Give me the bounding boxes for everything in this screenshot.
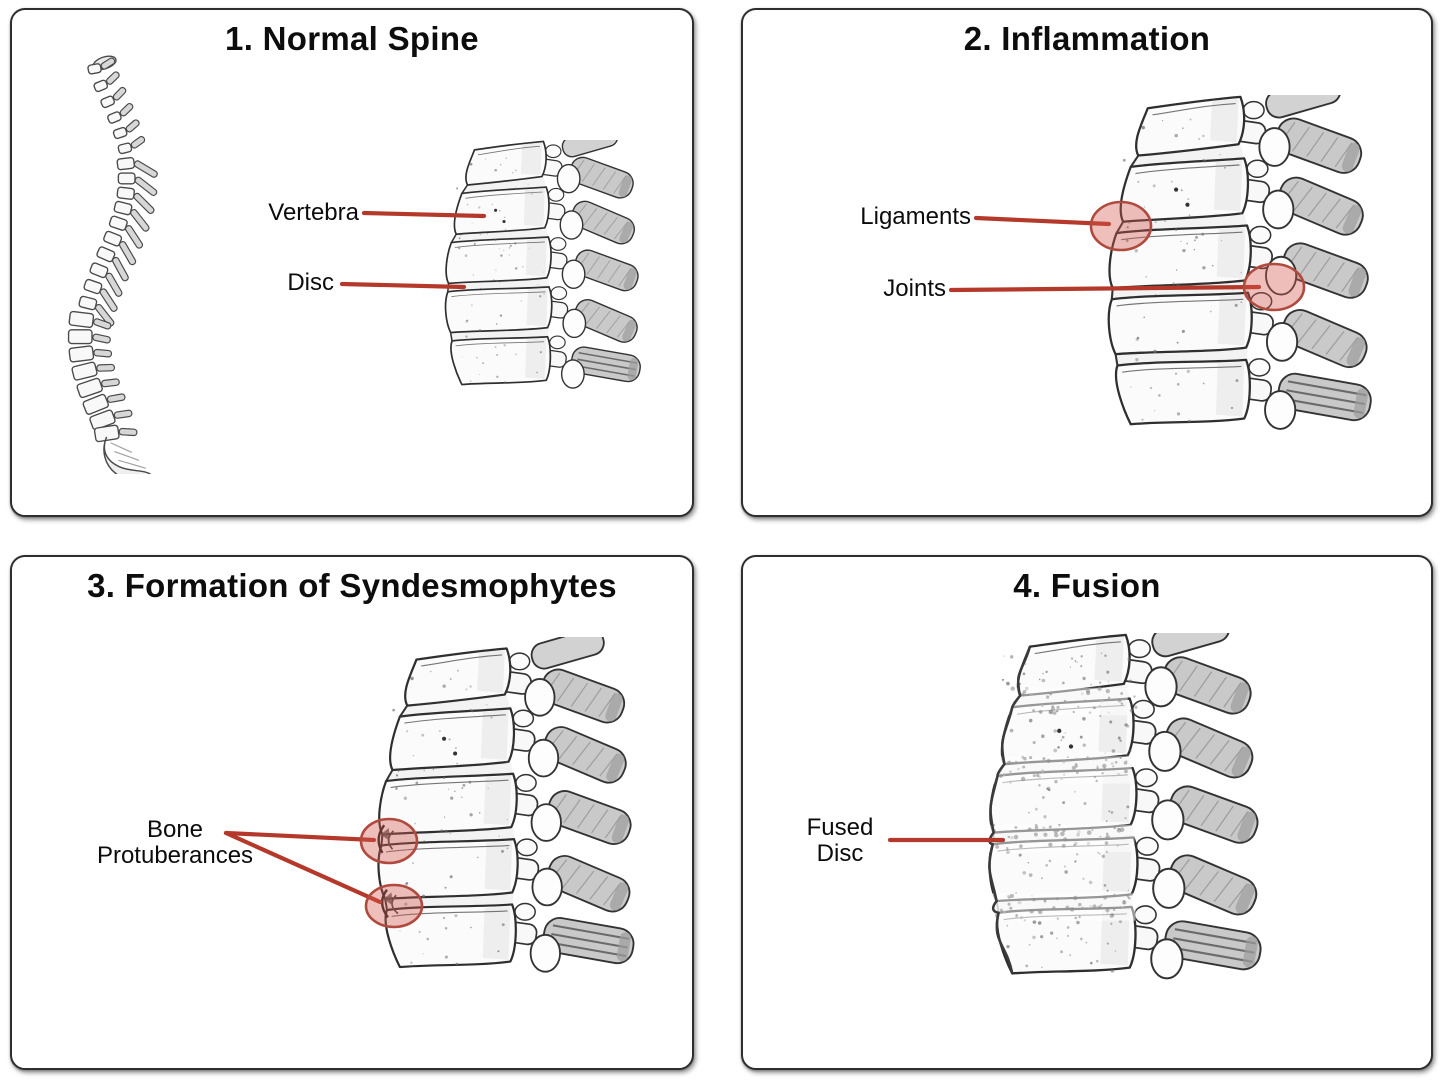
label-vertebra-text: Vertebra: [268, 199, 359, 226]
spine-segment-illustration-syndesmophytes: [377, 637, 635, 973]
spine-segment-illustration-fusion: [986, 633, 1262, 980]
full-spine-illustration: [67, 55, 158, 474]
panel-title-normal-spine: 1. Normal Spine: [225, 20, 479, 57]
panel-syndesmophytes: 3. Formation of Syndesmophytes Bone Prot…: [10, 555, 694, 1070]
label-joints: Joints: [883, 276, 946, 302]
label-ligaments: Ligaments: [860, 204, 971, 230]
panel-title-inflammation: 2. Inflammation: [963, 20, 1211, 57]
label-joints-text: Joints: [883, 275, 946, 302]
label-vertebra: Vertebra: [268, 200, 359, 226]
panel-normal-spine: 1. Normal Spine Vertebra Disc: [10, 8, 694, 517]
panel-title-syndesmophytes: 3. Formation of Syndesmophytes: [87, 567, 617, 604]
label-fused-disc: Fused Disc: [770, 815, 910, 867]
label-bone-line2: Protuberances: [96, 842, 254, 869]
spine-segment-illustration-inflammation: [1107, 95, 1372, 430]
label-fused-line1: Fused: [806, 814, 874, 841]
panel-title-fusion: 4. Fusion: [1013, 567, 1161, 604]
panel-inflammation: 2. Inflammation Ligaments Joints: [741, 8, 1433, 517]
panel-fusion: 4. Fusion Fused Disc: [741, 555, 1433, 1070]
label-disc-text: Disc: [287, 269, 334, 296]
label-bone-protuberances: Bone Protuberances: [65, 817, 285, 869]
label-ligaments-text: Ligaments: [860, 203, 971, 230]
label-fused-line2: Disc: [816, 840, 864, 867]
spine-segment-illustration-normal: [444, 140, 641, 389]
label-disc: Disc: [287, 270, 334, 296]
label-bone-line1: Bone: [146, 816, 204, 843]
